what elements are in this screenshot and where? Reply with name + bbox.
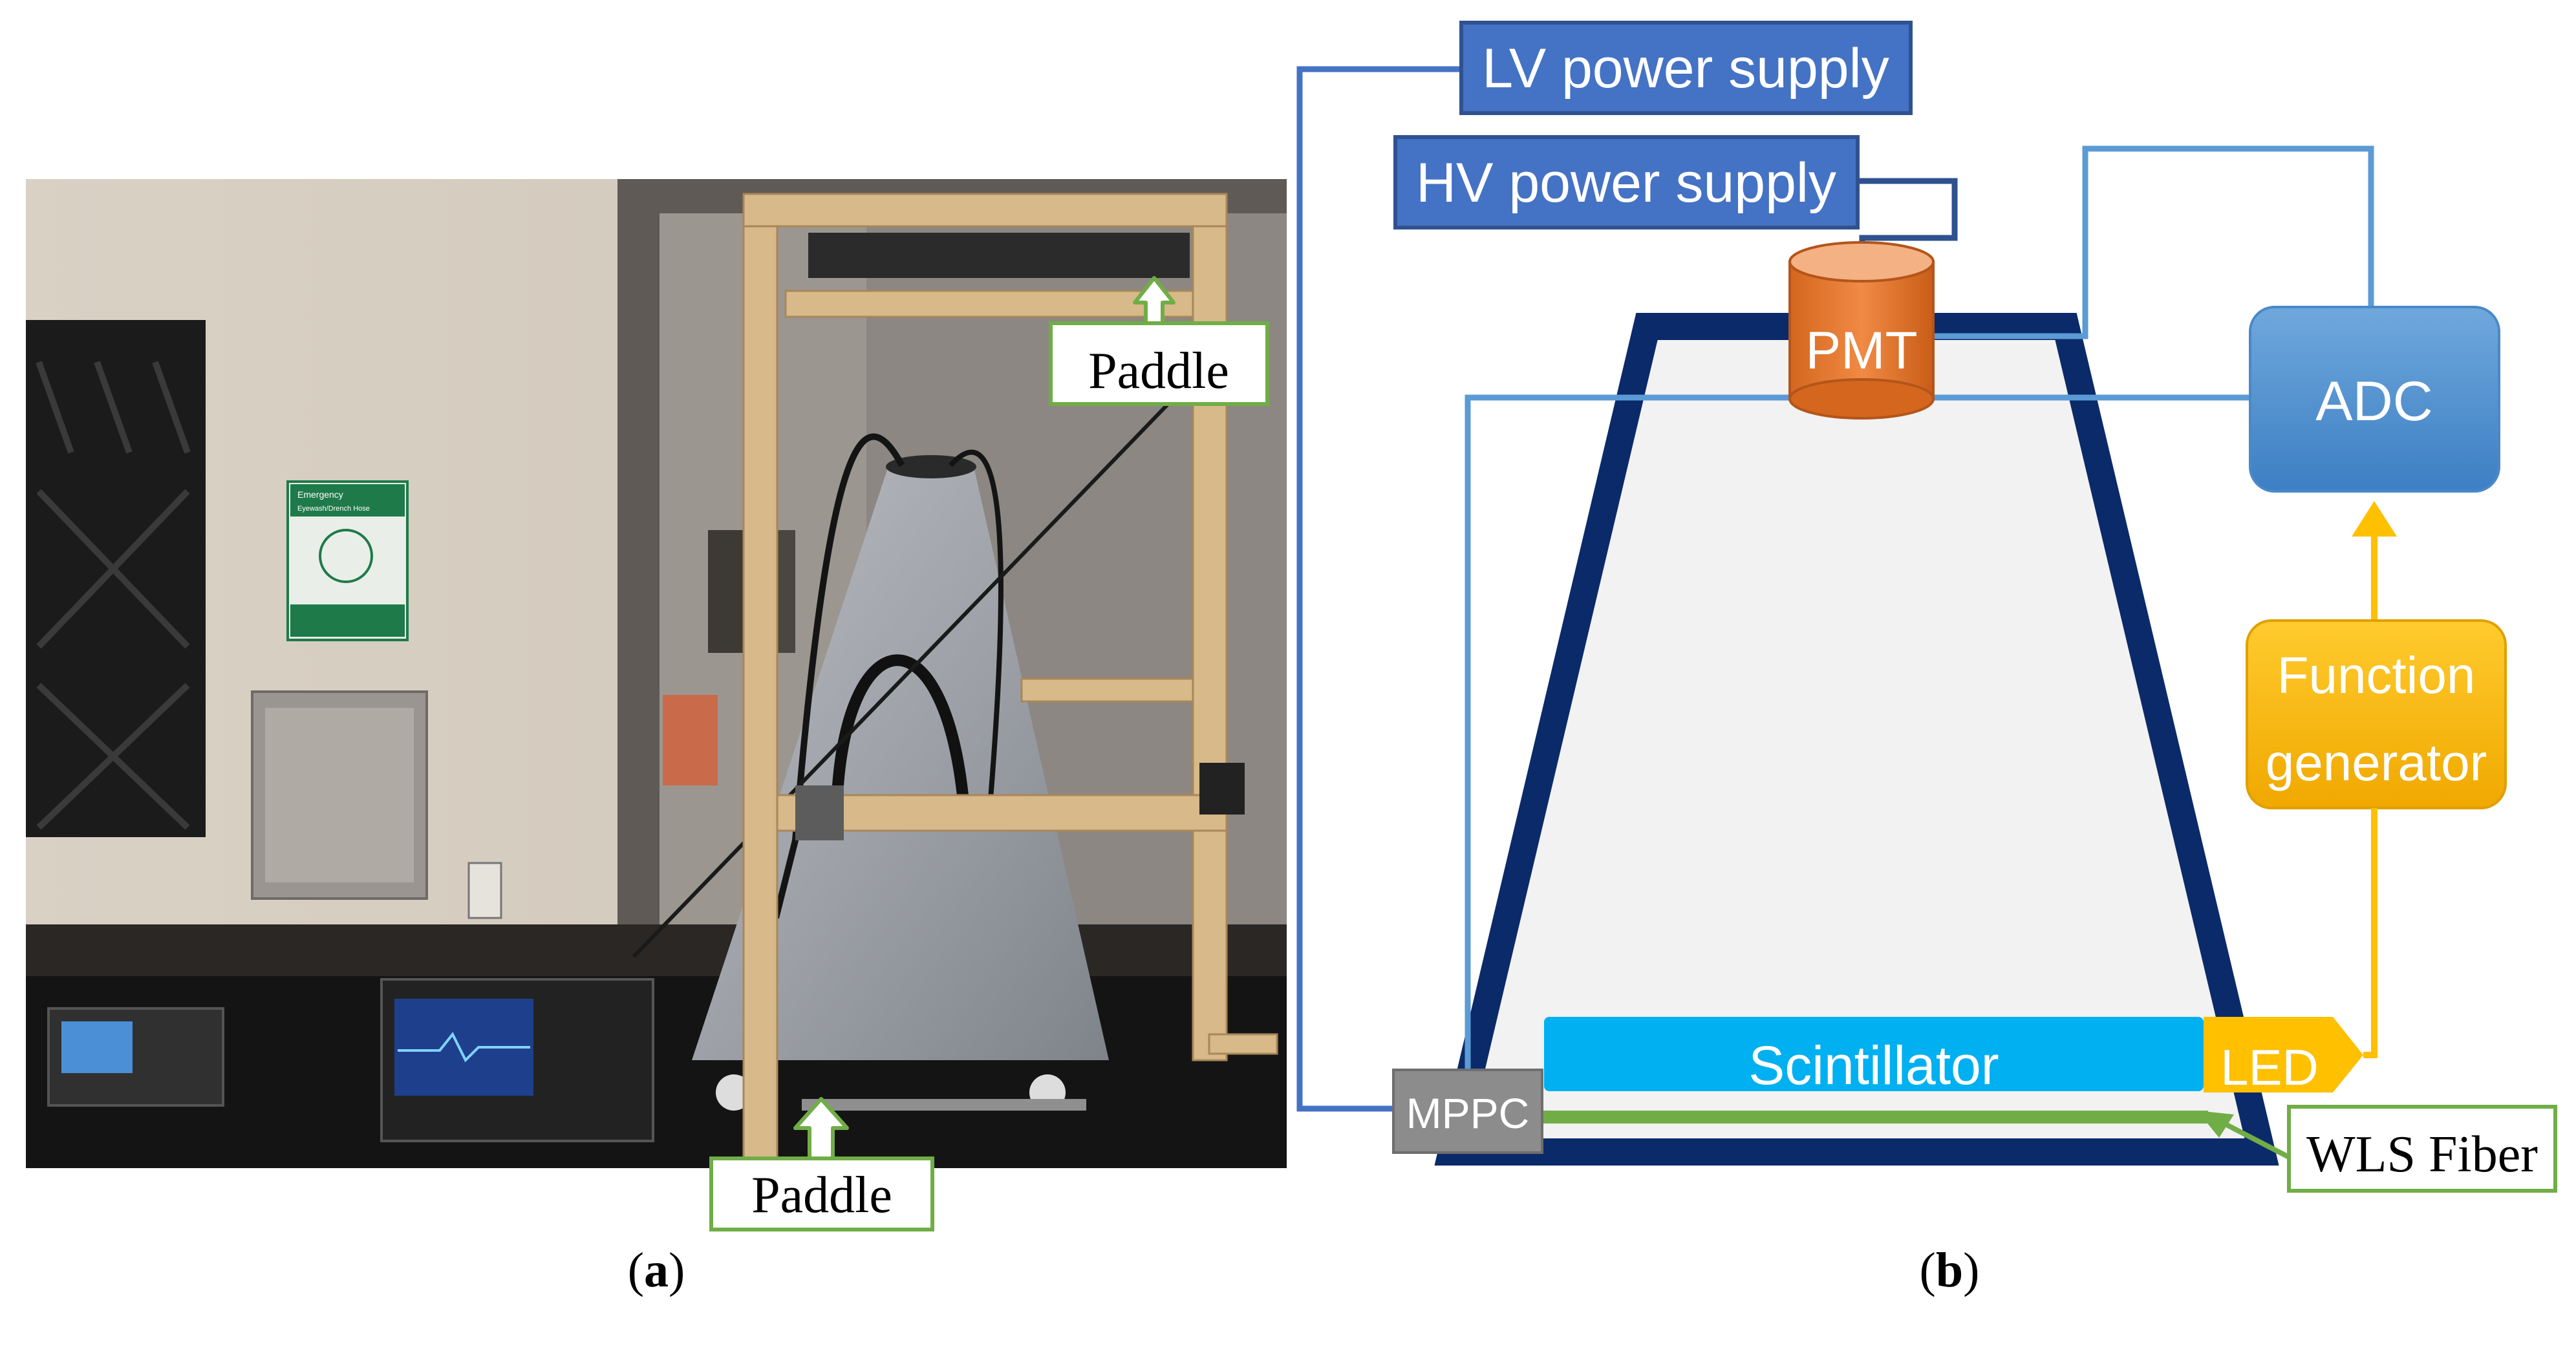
diagonal-cable [632,373,1198,959]
mppc-box [1392,1069,1543,1154]
wls-callout-line [2223,1121,2290,1160]
adc-label: ADC [2315,370,2433,432]
caption-a: (a) [628,1243,685,1297]
wls-fiber-label: WLS Fiber [2306,1126,2538,1183]
function-generator-label-line1: Function [2277,646,2476,704]
orange-chair [663,695,718,785]
emergency-sign-subtitle: Eyewash/Drench Hose [297,505,370,513]
pmt-label: PMT [1805,321,1917,380]
scintillator-bar [1544,1017,2204,1091]
mppc-label: MPPC [1406,1089,1530,1137]
drying-rack-pegs [36,361,191,830]
panel-b-diagram: LV power supply HV power supply PMT ADC … [1296,21,2557,1193]
hv-power-supply-label: HV power supply [1416,152,1836,214]
paddle-top-annotation: Paddle [1049,276,1269,406]
emergency-sign-title: Emergency [297,489,343,500]
pmt-signal-cable [1920,145,2374,339]
function-generator-screen [61,1021,133,1073]
emergency-sign-footer [290,604,405,637]
hv-power-supply-box [1393,135,1860,229]
wls-fiber-loop [832,654,969,802]
paddle-bottom-label-box [709,1156,934,1231]
paddle-bottom-annotation: Paddle [709,1097,934,1231]
pmt-top [1788,241,1935,282]
bottom-paddle [802,1099,1086,1111]
caption-b: (b) [1920,1243,1980,1297]
wls-fiber-label-box [2287,1105,2557,1193]
adc-box [2249,306,2500,493]
pmt-cable [949,449,1004,815]
lv-supply-cable [1296,66,1461,1112]
caption-a-letter: a [644,1243,669,1297]
paddle-top-label: Paddle [1088,343,1229,400]
lv-power-supply-box [1459,21,1913,115]
wall-outlet [467,862,502,919]
tape-strip [1199,763,1245,815]
top-paddle [808,233,1190,278]
pmt-bottom [1788,378,1935,420]
scintillator-pyramid [692,464,1109,1060]
trigger-arrowhead [2352,501,2397,537]
pmt-cable [773,433,905,919]
framed-picture [708,530,744,653]
paddle-bottom-label: Paddle [751,1167,892,1224]
mppc-signal-cable [1465,394,2250,1076]
paddle-top-label-box [1049,321,1269,406]
pmt: PMT [1788,241,1935,420]
wls-callout-arrowhead [2197,1111,2234,1138]
towel-dispenser-front [265,708,414,882]
scintillator-label: Scintillator [1748,1035,1999,1096]
oscilloscope-trace [398,1032,530,1063]
emergency-sign-icon [319,529,373,583]
led-drive-cable [2363,808,2377,1058]
caption-b-letter: b [1936,1243,1963,1297]
tape-strip [795,785,844,840]
lv-power-supply-label: LV power supply [1482,37,1889,100]
led [2204,1017,2363,1092]
function-generator-label-line2: generator [2266,734,2487,791]
led-label: LED [2220,1039,2319,1096]
emergency-sign-header [290,484,405,517]
